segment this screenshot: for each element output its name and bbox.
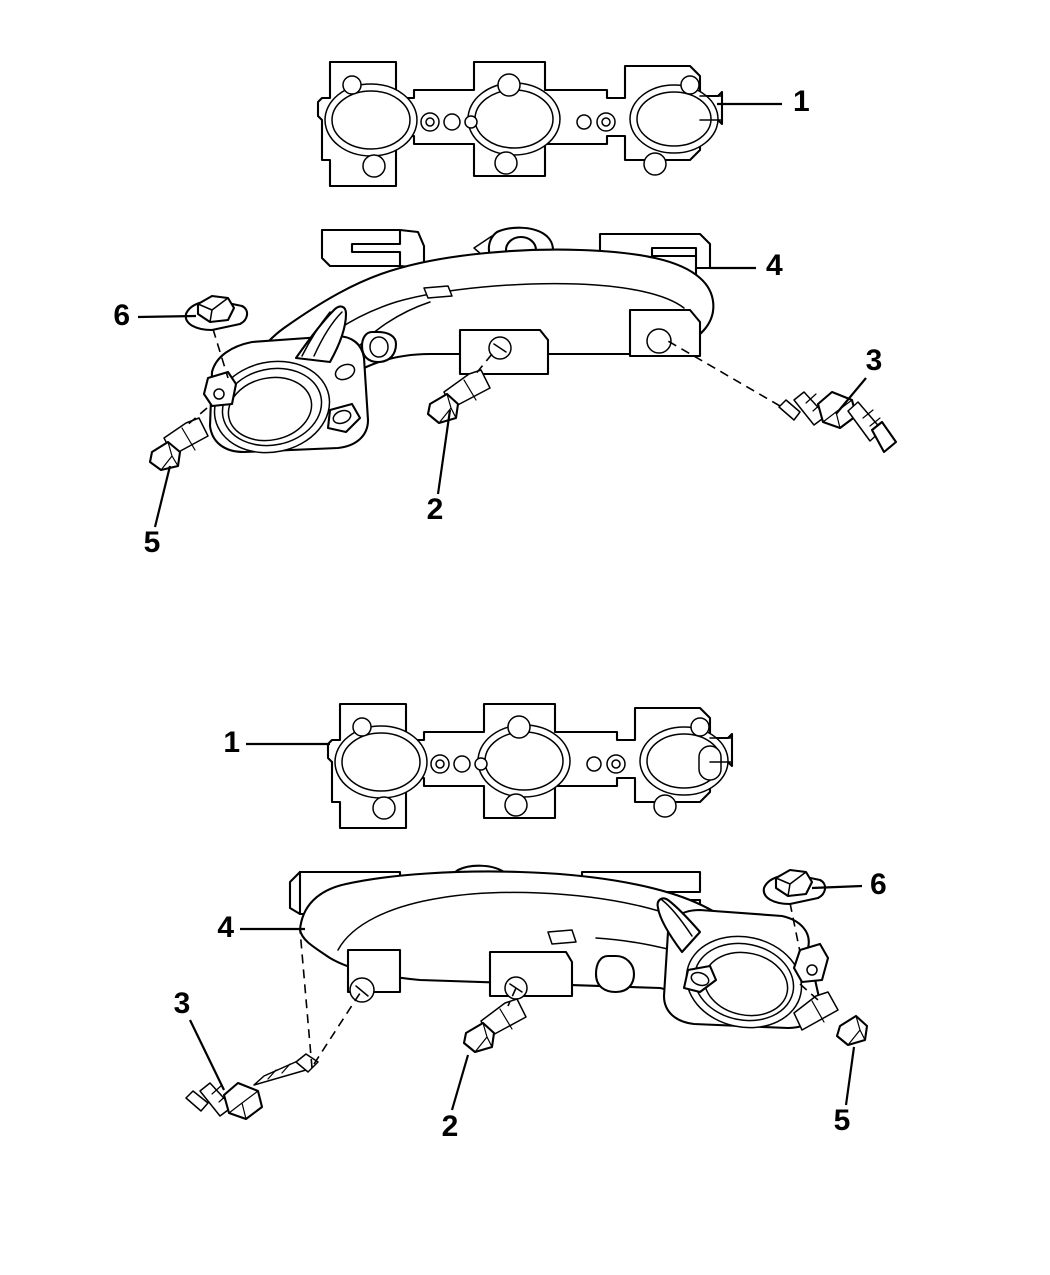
lower-callout-leader-5	[844, 1046, 856, 1106]
lower-flange-nut-part	[762, 868, 827, 906]
callout-5-upper: 5	[144, 526, 161, 559]
upper-callout-leader-3	[835, 377, 867, 415]
lower-callout-leader-3	[189, 1019, 225, 1091]
callout-2-upper: 2	[427, 493, 444, 526]
upper-callout-leader-2	[436, 409, 452, 495]
callout-1-lower: 1	[223, 726, 240, 759]
lower-oxygen-sensor-part	[185, 929, 363, 1121]
lower-flange-stud-part	[793, 991, 869, 1047]
lower-manifold-bolt-part	[462, 998, 527, 1054]
upper-flange-stud-part	[148, 417, 209, 472]
upper-flange-nut-part	[184, 294, 249, 332]
lower-gasket-part	[326, 702, 734, 830]
callout-4-lower: 4	[217, 911, 234, 944]
upper-gasket-part	[316, 60, 724, 188]
upper-stud-install-leader	[184, 407, 208, 428]
callout-4-upper: 4	[766, 249, 783, 282]
lower-callout-leader-6	[811, 884, 863, 890]
callout-5-lower: 5	[834, 1104, 851, 1137]
upper-callout-leader-5	[153, 465, 172, 528]
upper-manifold-bolt-part	[426, 369, 491, 425]
upper-oxygen-sensor-part	[667, 340, 898, 454]
lower-manifold-part	[288, 864, 830, 1030]
callout-2-lower: 2	[442, 1110, 459, 1143]
upper-callout-leader-6	[137, 314, 197, 319]
upper-nut-install-leader	[212, 328, 229, 379]
upper-bolt-install-leader	[473, 353, 493, 377]
lower-nut-install-leader	[789, 902, 801, 953]
callout-3-upper: 3	[866, 344, 883, 377]
lower-bolt-install-leader	[507, 987, 517, 1007]
lower-stud-install-leader	[799, 983, 819, 1001]
lower-callout-leader-2	[450, 1054, 470, 1111]
lower-manifold-outlet-flange	[656, 897, 830, 1030]
callout-6-lower: 6	[870, 868, 887, 901]
callout-3-lower: 3	[174, 987, 191, 1020]
upper-manifold-part	[202, 226, 715, 454]
callout-1-upper: 1	[793, 85, 810, 118]
upper-manifold-outlet-flange	[202, 305, 370, 454]
callout-6-upper: 6	[113, 299, 130, 332]
